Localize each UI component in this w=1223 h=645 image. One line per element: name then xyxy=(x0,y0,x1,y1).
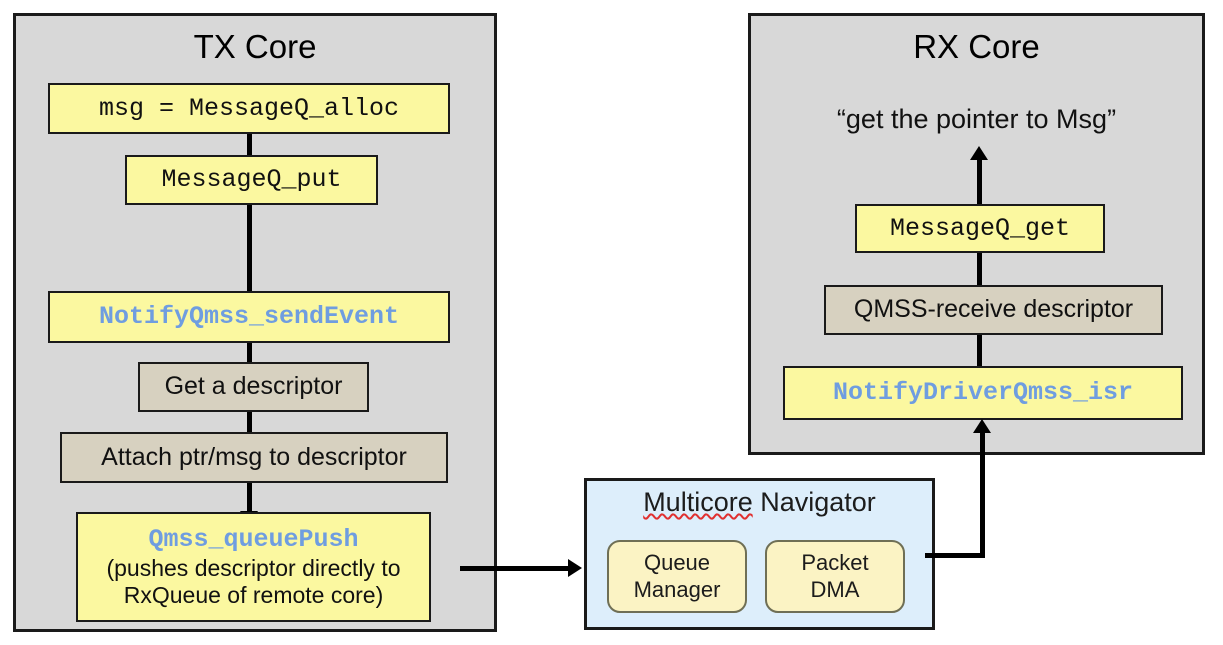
tx-step-qmss-queue-push-note-line2: RxQueue of remote core) xyxy=(123,581,384,608)
navigator-title-word-navigator: Navigator xyxy=(760,487,876,517)
connector-attach-to-push xyxy=(247,481,252,513)
tx-step-msg-alloc-label: msg = MessageQ_alloc xyxy=(98,93,400,123)
connector-navigator-to-rx-vertical xyxy=(980,432,985,555)
arrowhead-get-to-quote xyxy=(970,146,988,160)
packet-dma-line1: Packet xyxy=(801,550,869,576)
tx-step-qmss-queue-push-note-line1: (pushes descriptor directly to xyxy=(106,554,401,581)
rx-step-qmss-receive-descriptor-label: QMSS-receive descriptor xyxy=(853,295,1134,324)
queue-manager-line1: Queue xyxy=(643,550,711,576)
tx-step-messageq-put[interactable]: MessageQ_put xyxy=(125,155,378,205)
tx-core-title: TX Core xyxy=(193,28,317,65)
rx-step-notify-driver-qmss-isr[interactable]: NotifyDriverQmss_isr xyxy=(783,366,1183,420)
tx-step-get-a-descriptor-label: Get a descriptor xyxy=(164,372,343,401)
tx-step-notify-qmss-send-event[interactable]: NotifyQmss_sendEvent xyxy=(48,291,450,343)
tx-step-get-a-descriptor[interactable]: Get a descriptor xyxy=(138,362,369,412)
queue-manager-line2: Manager xyxy=(633,576,721,602)
connector-isr-to-recvdesc xyxy=(977,333,982,367)
connector-put-to-notify xyxy=(247,203,252,293)
tx-step-qmss-queue-push-api: Qmss_queuePush xyxy=(148,525,359,555)
connector-tx-to-navigator xyxy=(460,566,570,571)
tx-step-attach-ptr-msg-label: Attach ptr/msg to descriptor xyxy=(101,442,407,471)
connector-notify-to-getdesc xyxy=(247,341,252,365)
rx-core-title: RX Core xyxy=(913,28,1040,65)
rx-core-quote: “get the pointer to Msg” xyxy=(836,104,1117,134)
packet-dma-line2: DMA xyxy=(810,576,860,602)
rx-step-notify-driver-qmss-isr-label: NotifyDriverQmss_isr xyxy=(832,378,1134,408)
tx-step-qmss-queue-push[interactable]: Qmss_queuePush (pushes descriptor direct… xyxy=(76,512,431,622)
rx-step-messageq-get[interactable]: MessageQ_get xyxy=(855,204,1105,253)
tx-step-msg-alloc[interactable]: msg = MessageQ_alloc xyxy=(48,83,450,134)
connector-recvdesc-to-get xyxy=(977,251,982,287)
connector-alloc-to-put xyxy=(247,132,252,158)
tx-step-notify-qmss-send-event-label: NotifyQmss_sendEvent xyxy=(98,302,400,332)
multicore-navigator-title: Multicore Navigator xyxy=(584,487,935,518)
connector-get-to-quote xyxy=(977,158,982,205)
navigator-block-queue-manager[interactable]: Queue Manager xyxy=(607,540,747,613)
navigator-title-word-multicore: Multicore xyxy=(643,487,753,517)
arrowhead-tx-to-navigator xyxy=(568,559,582,577)
navigator-block-packet-dma[interactable]: Packet DMA xyxy=(765,540,905,613)
tx-step-messageq-put-label: MessageQ_put xyxy=(161,165,342,195)
rx-step-messageq-get-label: MessageQ_get xyxy=(889,213,1071,243)
arrowhead-navigator-to-rx xyxy=(973,419,991,433)
connector-getdesc-to-attach xyxy=(247,410,252,435)
connector-navigator-to-rx-horizontal xyxy=(925,553,985,558)
tx-step-attach-ptr-msg[interactable]: Attach ptr/msg to descriptor xyxy=(60,432,448,483)
rx-step-qmss-receive-descriptor[interactable]: QMSS-receive descriptor xyxy=(824,285,1163,335)
